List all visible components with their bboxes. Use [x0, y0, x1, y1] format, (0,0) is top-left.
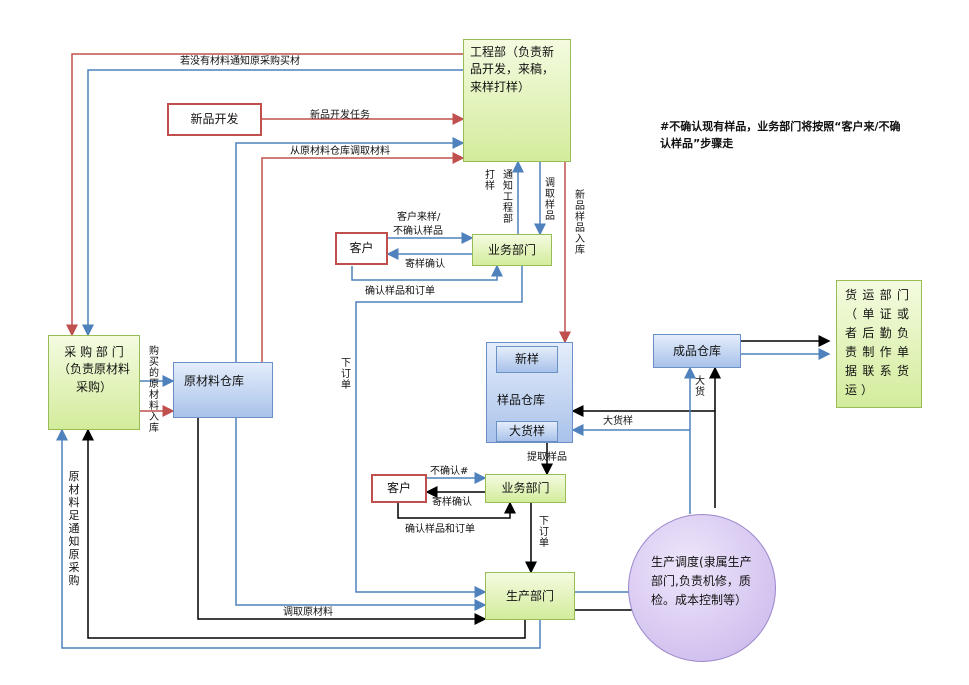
sales-bottom-node: 业务部门: [485, 474, 566, 503]
new-product-task-label: 新品开发任务: [310, 110, 370, 121]
finished-warehouse-node: 成品仓库: [653, 334, 741, 368]
unconfirmed-sample-label: 不确认样品: [393, 226, 443, 237]
confirm-order-top-label: 确认样品和订单: [365, 286, 435, 297]
bulk-goods-label: 大货: [695, 376, 705, 398]
sample-warehouse-node: 新样 样品仓库 大货样: [486, 342, 573, 443]
new-sample-label: 新样: [514, 352, 539, 366]
new-product-dev-label: 新品开发: [190, 112, 239, 126]
fetch-raw-label: 调取原材料: [283, 607, 333, 618]
shipping-node: 货运部门（单证或者后勤负责制作单据联系货运）: [836, 280, 922, 408]
confirm-order-bottom-label: 确认样品和订单: [405, 524, 475, 535]
send-confirm-bottom-label: 寄样确认: [432, 497, 472, 508]
new-sample-node: 新样: [496, 346, 558, 373]
customer-top-label: 客户: [349, 241, 374, 255]
production-node: 生产部门: [485, 572, 575, 620]
engineering-label: 工程部（负责新品开发，来稿，来样打样）: [470, 45, 555, 94]
unconfirmed-note: #不确认现有样品，业务部门将按照“客户来/不确认样品”步骤走: [660, 120, 901, 150]
raw-warehouse-node: 原材料仓库: [173, 362, 273, 418]
production-label: 生产部门: [505, 589, 554, 603]
customer-top-node: 客户: [335, 232, 388, 265]
scheduling-node: 生产调度(隶属生产部门,负责机修，质检。成本控制等）: [628, 514, 776, 662]
new-sample-in-label: 新品样品入库: [575, 190, 585, 256]
new-product-dev-node: 新品开发: [167, 103, 262, 136]
buy-raw-in-label: 购买的原材料入库: [149, 346, 159, 434]
pick-sample-label: 提取样品: [527, 452, 567, 463]
bulk-sample-label: 大货样: [508, 424, 545, 438]
fetch-material-label: 从原材料仓库调取材料: [290, 146, 390, 157]
place-order-right-label: 下订单: [539, 516, 549, 549]
raw-enough-label: 原材料足通知原采购: [68, 470, 80, 587]
place-order-left-label: 下订单: [341, 358, 351, 391]
purchasing-label: 采 购 部 门 （负责原材料采购）: [57, 345, 130, 394]
customer-sample-label: 客户来样/: [397, 212, 441, 223]
raw-warehouse-label: 原材料仓库: [184, 374, 245, 388]
bulk-sample-node: 大货样: [496, 421, 558, 442]
customer-bottom-node: 客户: [371, 474, 427, 503]
no-material-label: 若没有材料通知原采购买材: [180, 56, 300, 67]
proof-label: 打样: [485, 170, 495, 192]
sales-top-label: 业务部门: [487, 243, 536, 257]
unconfirmed-hash-label: 不确认#: [430, 466, 469, 477]
finished-warehouse-label: 成品仓库: [672, 344, 721, 358]
scheduling-label: 生产调度(隶属生产部门,负责机修，质检。成本控制等）: [651, 555, 752, 607]
send-confirm-top-label: 寄样确认: [405, 259, 445, 270]
sample-warehouse-label: 样品仓库: [497, 393, 546, 407]
engineering-node: 工程部（负责新品开发，来稿，来样打样）: [463, 39, 571, 162]
sales-bottom-label: 业务部门: [501, 481, 550, 495]
sales-top-node: 业务部门: [472, 234, 552, 266]
notify-eng-label: 通知工程部: [503, 170, 513, 225]
purchasing-node: 采 购 部 门 （负责原材料采购）: [48, 335, 140, 430]
bulk-sample-arrow-label: 大货样: [603, 416, 633, 427]
fetch-sample-label: 调取样品: [545, 178, 555, 222]
customer-bottom-label: 客户: [386, 481, 411, 495]
shipping-label: 货运部门（单证或者后勤负责制作单据联系货运）: [845, 288, 913, 397]
